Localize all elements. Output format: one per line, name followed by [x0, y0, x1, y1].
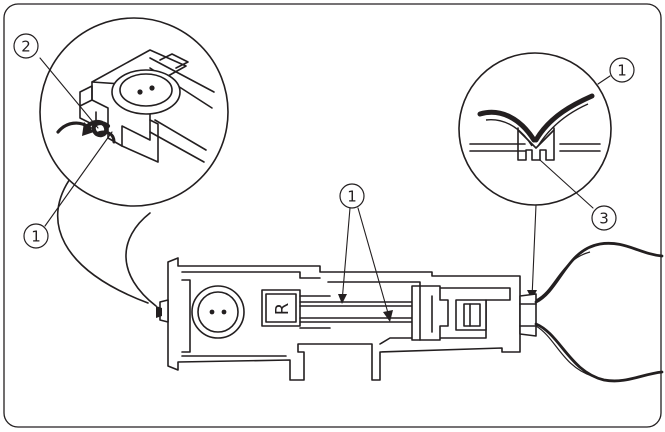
- left-detail-bubble: [39, 17, 229, 307]
- thread-guide-detail: [469, 93, 601, 161]
- callout-label: 3: [599, 210, 609, 228]
- callout-label: 1: [617, 62, 627, 80]
- buttonhole-foot: R: [156, 257, 537, 381]
- callout-1-main: 1: [339, 183, 365, 209]
- bobbin-clip-detail: [56, 49, 215, 163]
- callout-label: 2: [21, 38, 31, 56]
- callout-label: 1: [31, 228, 41, 246]
- callout-3-right-bottom: 3: [591, 205, 617, 231]
- callout-1-right-top: 1: [609, 57, 635, 83]
- right-detail-bubble: [458, 52, 612, 300]
- threads: [534, 241, 664, 383]
- foot-plate-letter: R: [272, 303, 293, 316]
- callout-label: 1: [347, 188, 357, 206]
- callout-2-left-top: 2: [13, 33, 39, 59]
- callout-1-left-bottom: 1: [23, 223, 49, 249]
